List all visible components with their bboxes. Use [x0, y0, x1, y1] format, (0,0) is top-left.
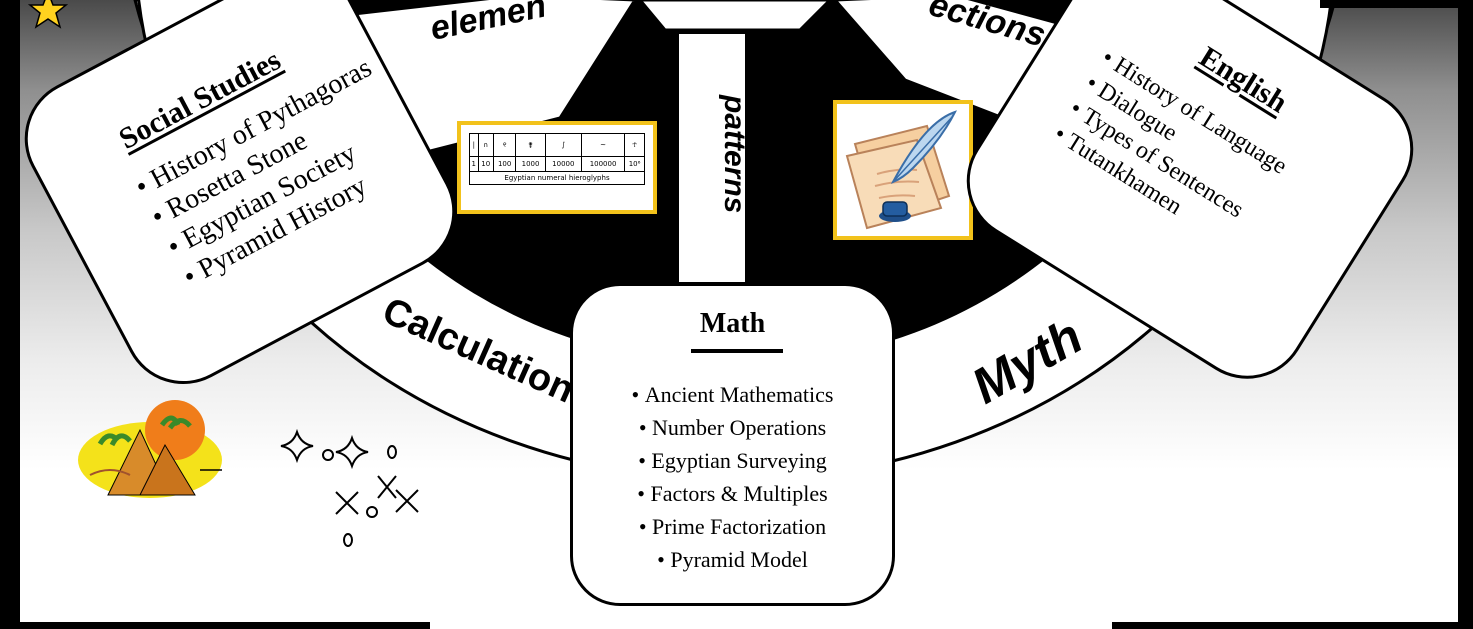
math-card: Math Ancient Mathematics Number Operatio… [570, 283, 895, 606]
list-item: Number Operations [573, 411, 892, 444]
frame-bottom-right-border [1112, 622, 1473, 629]
math-list: Ancient Mathematics Number Operations Eg… [573, 378, 892, 576]
star-icon [27, 0, 69, 29]
sparkles-icon [280, 428, 419, 547]
hieroglyph-table: | ∩ ୧ ⚵ ∫ ~ ☥ 1 10 100 1000 10000 100000… [469, 133, 645, 185]
list-item: Prime Factorization [573, 510, 892, 543]
numeral-row: 1 10 100 1000 10000 100000 10⁶ [469, 156, 645, 172]
glyph-stroke-icon: | [469, 133, 479, 157]
glyph-lotus-icon: ⚵ [515, 133, 546, 157]
list-item: Ancient Mathematics [573, 378, 892, 411]
glyph-tadpole-icon: ~ [580, 133, 626, 157]
list-item: Egyptian Surveying [573, 444, 892, 477]
frame-right-border [1458, 0, 1473, 629]
quill-inkwell-icon [845, 110, 957, 230]
glyph-coil-icon: ୧ [492, 133, 517, 157]
glyph-finger-icon: ∫ [544, 133, 582, 157]
center-bar [677, 32, 747, 284]
list-item: Pyramid Model [573, 543, 892, 576]
list-item: Factors & Multiples [573, 477, 892, 510]
caption-row: Egyptian numeral hieroglyphs [469, 171, 645, 185]
frame-bottom-left-border [0, 622, 430, 629]
hieroglyph-numerals-image: | ∩ ୧ ⚵ ∫ ~ ☥ 1 10 100 1000 10000 100000… [457, 121, 657, 214]
hieroglyph-caption: Egyptian numeral hieroglyphs [469, 171, 645, 185]
social-studies-list: History of Pythagoras Rosetta Stone Egyp… [130, 51, 426, 294]
frame-top-right-border [1320, 0, 1473, 8]
glyph-heel-icon: ∩ [477, 133, 494, 157]
center-bar-label: patterns [718, 94, 751, 213]
quill-inkwell-image [833, 100, 973, 240]
glyph-god-icon: ☥ [624, 133, 645, 157]
frame-left-border [0, 0, 20, 629]
math-title: Math [699, 308, 766, 339]
top-center-tab [638, 0, 833, 32]
glyph-row: | ∩ ୧ ⚵ ∫ ~ ☥ [469, 133, 645, 157]
math-title-underline [691, 349, 783, 353]
pyramids-clipart-icon [78, 400, 222, 498]
